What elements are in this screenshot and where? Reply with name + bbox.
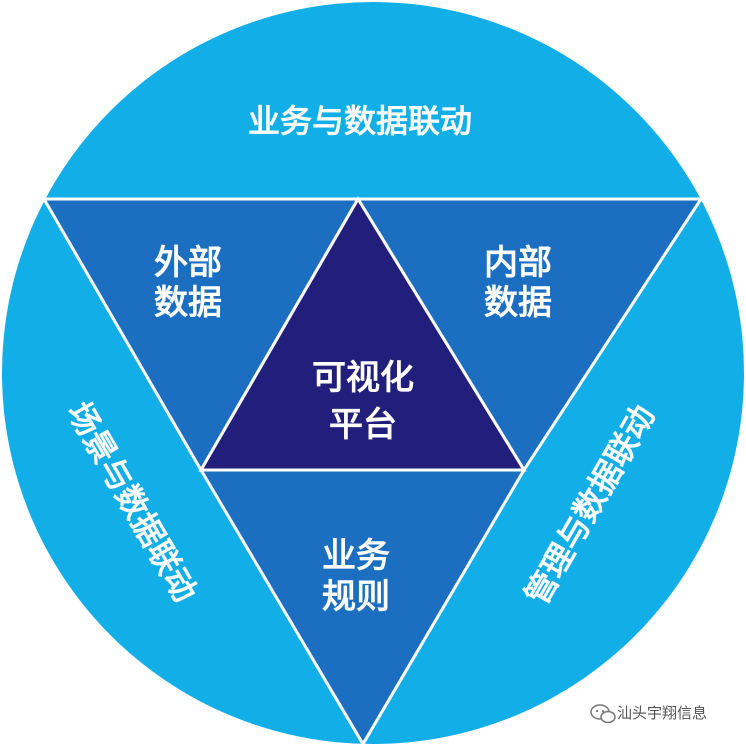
wechat-icon bbox=[590, 704, 616, 724]
business-rules-label-line1: 业务 bbox=[322, 536, 390, 576]
external-data-label-line1: 外部 bbox=[154, 243, 222, 283]
watermark: 汕头宇翔信息 bbox=[590, 704, 707, 724]
business-rules-label-line2: 规则 bbox=[322, 577, 390, 617]
platform-label-line2: 平台 bbox=[329, 405, 397, 445]
external-data-label-line2: 数据 bbox=[154, 283, 222, 323]
platform-label-line1: 可视化 bbox=[312, 358, 414, 398]
ring-label-top: 业务与数据联动 bbox=[248, 102, 472, 140]
internal-data-label-line2: 数据 bbox=[484, 283, 552, 323]
watermark-text: 汕头宇翔信息 bbox=[617, 704, 707, 722]
internal-data-label-line1: 内部 bbox=[484, 243, 552, 283]
visualization-platform-triangle bbox=[198, 196, 527, 472]
